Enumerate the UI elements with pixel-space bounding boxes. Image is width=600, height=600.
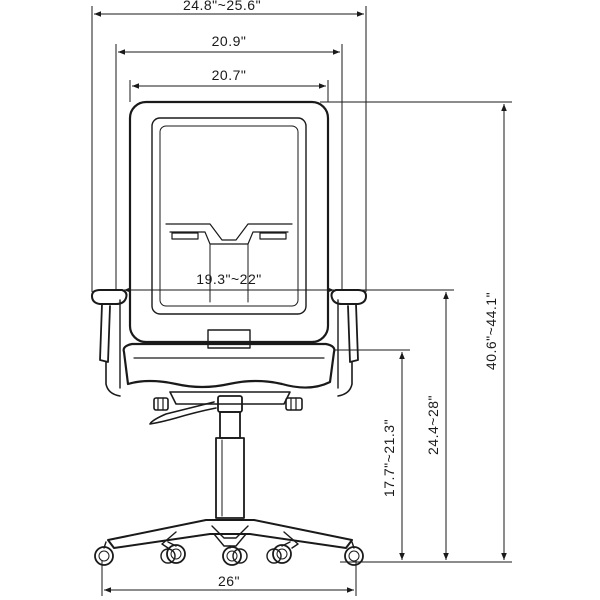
label-seat-width: 20.9"	[212, 33, 247, 49]
dim-seat-height	[334, 349, 410, 560]
lumbar-support	[165, 223, 293, 303]
caster-2	[160, 541, 186, 564]
caster-1	[94, 541, 114, 566]
dim-back-width	[129, 80, 329, 102]
label-seat-height: 17.7"~21.3"	[381, 419, 397, 497]
seat-mechanism	[149, 391, 303, 425]
tension-knob-left	[153, 397, 169, 411]
dim-seat-width	[115, 44, 343, 290]
label-back-width: 20.7"	[212, 67, 247, 83]
dim-overall-width	[91, 6, 367, 292]
left-armrest	[91, 289, 128, 397]
label-overall-width: 24.8"~25.6"	[183, 0, 261, 13]
tension-knob-right	[285, 397, 303, 411]
caster-5	[344, 541, 364, 566]
caster-3	[222, 545, 248, 566]
dim-arm-height	[350, 289, 454, 560]
dim-overall-height	[320, 101, 512, 560]
label-arm-height: 24.4~28"	[425, 395, 441, 455]
dim-base-width	[101, 560, 357, 596]
backrest-frame	[128, 100, 330, 344]
seat-cushion	[122, 342, 336, 389]
backrest-mesh	[151, 117, 307, 315]
caster-4	[266, 541, 292, 564]
gas-cylinder	[215, 395, 245, 519]
label-overall-height: 40.6"~44.1"	[483, 292, 499, 370]
star-base	[107, 519, 353, 549]
label-armrest-span: 19.3"~22"	[196, 271, 261, 287]
chair-front-view	[91, 100, 367, 566]
right-armrest	[330, 289, 367, 397]
label-base-width: 26"	[218, 573, 240, 589]
height-lever	[149, 401, 217, 425]
back-connector	[207, 329, 251, 349]
